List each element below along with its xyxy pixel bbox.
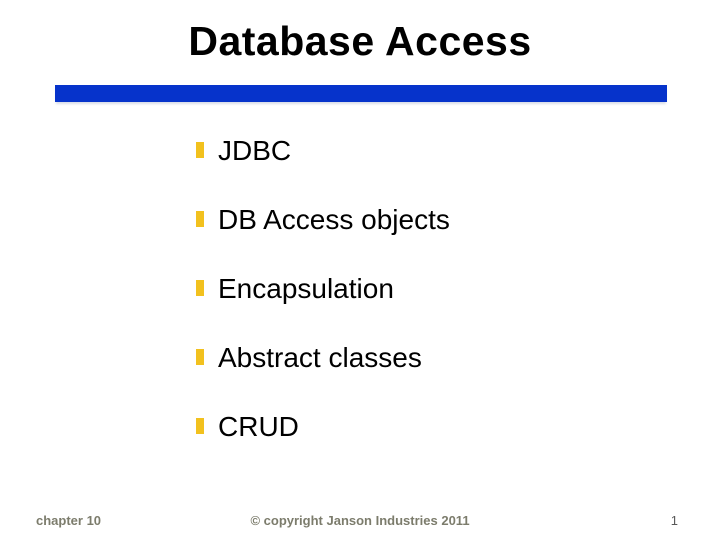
footer-copyright-label: © copyright Janson Industries 2011 <box>250 513 470 528</box>
bullet-square-icon <box>196 210 204 227</box>
bullet-text: Abstract classes <box>218 341 422 373</box>
list-item: CRUD <box>196 392 656 461</box>
list-item: DB Access objects <box>196 185 656 254</box>
bullet-square-icon <box>196 417 204 434</box>
footer-page-number: 1 <box>670 513 678 528</box>
list-item: Encapsulation <box>196 254 656 323</box>
title-underline-bar <box>55 85 667 102</box>
bullet-text: Encapsulation <box>218 272 394 304</box>
list-item: JDBC <box>196 116 656 185</box>
list-item: Abstract classes <box>196 323 656 392</box>
bullet-square-icon <box>196 348 204 365</box>
bullet-text: JDBC <box>218 134 292 166</box>
bullet-text: DB Access objects <box>218 203 450 235</box>
bullet-list: JDBC DB Access objects Encapsulation Abs… <box>196 116 656 461</box>
slide-title: Database Access <box>188 18 532 64</box>
bullet-text: CRUD <box>218 410 299 442</box>
footer-chapter-label: chapter 10 <box>36 513 102 528</box>
bullet-square-icon <box>196 279 204 296</box>
bullet-square-icon <box>196 141 204 158</box>
slide-footer: chapter 10 © copyright Janson Industries… <box>0 510 720 528</box>
